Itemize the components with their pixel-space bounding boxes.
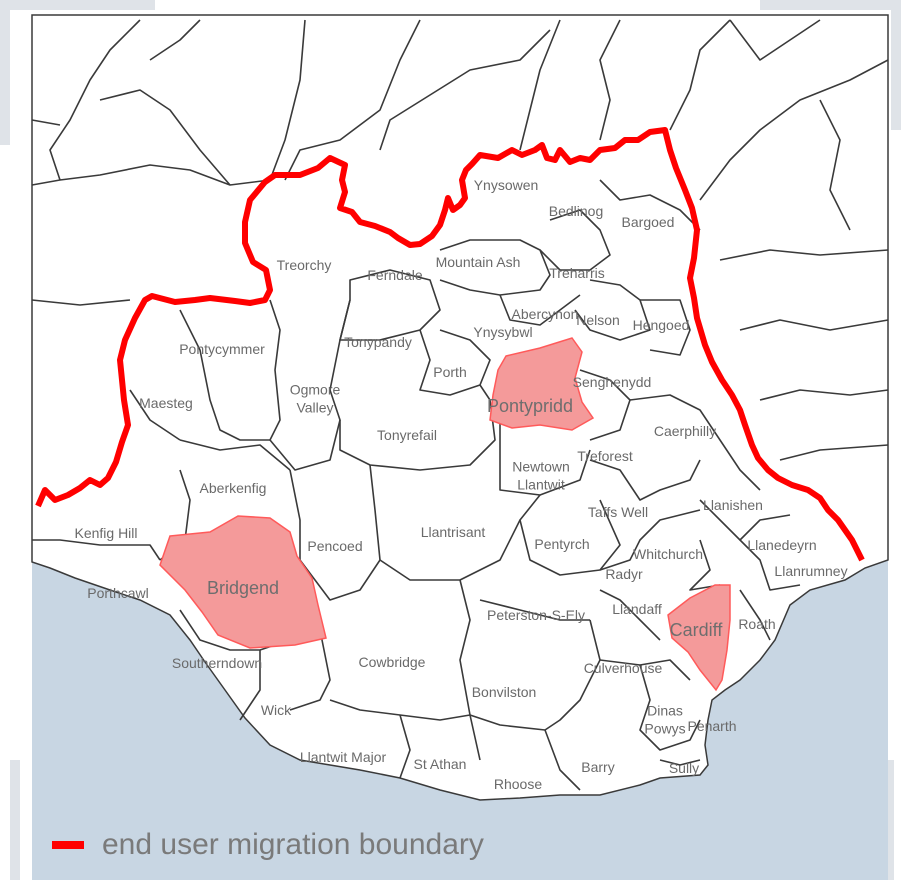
legend: end user migration boundary xyxy=(52,828,484,862)
place-nelson: Nelson xyxy=(576,312,620,328)
place-porth: Porth xyxy=(433,364,467,380)
place-hengoed: Hengoed xyxy=(632,317,690,333)
place-taffs-well: Taffs Well xyxy=(587,504,649,520)
place-culverhouse: Culverhouse xyxy=(583,660,663,676)
frame-corner-tr-h xyxy=(760,0,901,10)
highlight-pontypridd xyxy=(489,337,595,431)
place-whitchurch: Whitchurch xyxy=(632,546,704,562)
place-aberkenfig: Aberkenfig xyxy=(199,480,267,496)
place-treorchy: Treorchy xyxy=(276,257,332,273)
place-cardiff: Cardiff xyxy=(669,620,723,640)
place-newtown-llantwit: Newtown Llantwit xyxy=(512,458,570,493)
highlight-bridgend xyxy=(159,515,327,649)
place-pentyrch: Pentyrch xyxy=(534,536,590,552)
place-cowbridge: Cowbridge xyxy=(358,654,426,670)
place-llanedeyrn: Llanedeyrn xyxy=(747,537,817,553)
place-maesteg: Maesteg xyxy=(139,395,193,411)
place-pencoed: Pencoed xyxy=(307,538,363,554)
place-ogmore-valley: Ogmore Valley xyxy=(289,381,341,416)
frame-corner-bl-v xyxy=(10,760,20,880)
place-tonyrefail: Tonyrefail xyxy=(377,427,437,443)
place-wick: Wick xyxy=(260,702,292,718)
place-roath: Roath xyxy=(738,616,776,632)
frame-corner-tl-v xyxy=(0,0,10,145)
place-bargoed: Bargoed xyxy=(621,214,675,230)
place-porthcawl: Porthcawl xyxy=(87,585,149,601)
place-penarth: Penarth xyxy=(687,718,737,734)
place-treharris: Treharris xyxy=(549,265,605,281)
frame-corner-br-v xyxy=(884,760,894,880)
place-sully: Sully xyxy=(668,760,700,776)
place-llandaff: Llandaff xyxy=(612,601,662,617)
district-borders xyxy=(31,19,889,791)
place-pontycymmer: Pontycymmer xyxy=(179,341,265,357)
place-bedlinog: Bedlinog xyxy=(548,203,604,219)
place-treforest: Treforest xyxy=(577,448,633,464)
highlight-cardiff xyxy=(667,584,731,692)
frame-corner-tl-h xyxy=(0,0,155,10)
place-bridgend: Bridgend xyxy=(206,578,280,598)
place-llantrisant: Llantrisant xyxy=(420,524,486,540)
place-llanrumney: Llanrumney xyxy=(774,563,848,579)
place-tonypandy: Tonypandy xyxy=(344,334,412,350)
migration-boundary xyxy=(35,127,865,562)
legend-label: end user migration boundary xyxy=(102,828,484,861)
legend-boundary-swatch xyxy=(52,841,84,849)
place-peterston-s-ely: Peterston-S-Ely xyxy=(486,607,586,623)
place-abercynon: Abercynon xyxy=(511,306,579,322)
place-barry: Barry xyxy=(581,759,615,775)
place-southerndown: Southerndown xyxy=(171,655,263,671)
place-llantwit-major: Llantwit Major xyxy=(299,749,387,765)
place-ynysowen: Ynysowen xyxy=(473,177,539,193)
place-dinas-powys: Dinas Powys xyxy=(644,702,686,737)
place-ferndale: Ferndale xyxy=(367,267,423,283)
place-senghenydd: Senghenydd xyxy=(572,374,652,390)
place-caerphilly: Caerphilly xyxy=(653,423,717,439)
place-st-athan: St Athan xyxy=(413,756,467,772)
place-kenfig-hill: Kenfig Hill xyxy=(74,525,138,541)
place-pontypridd: Pontypridd xyxy=(486,396,574,416)
place-ynysybwl: Ynysybwl xyxy=(473,324,533,340)
place-bonvilston: Bonvilston xyxy=(471,684,537,700)
place-mountain-ash: Mountain Ash xyxy=(435,254,521,270)
place-llanishen: Llanishen xyxy=(703,497,763,513)
place-radyr: Radyr xyxy=(605,566,643,582)
frame-corner-tr-v xyxy=(891,0,901,130)
place-rhoose: Rhoose xyxy=(493,776,543,792)
